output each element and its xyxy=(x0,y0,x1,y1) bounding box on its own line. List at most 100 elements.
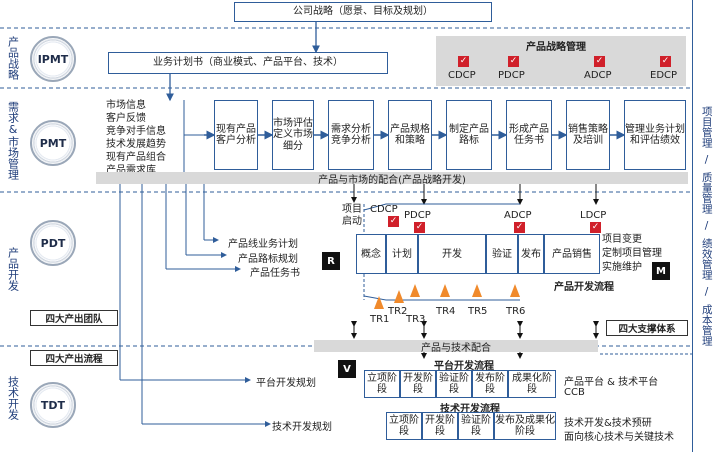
platform-phase: 验证阶段 xyxy=(436,370,472,398)
tr-label: TR6 xyxy=(506,306,526,317)
dev-phase: 开发 xyxy=(418,234,486,274)
tr-label: TR3 xyxy=(406,314,426,325)
team-tag: 四大产出团队 xyxy=(30,310,118,326)
market-input: 竞争对手信息 xyxy=(106,126,166,137)
plan-item: 产品线业务计划 xyxy=(228,239,298,250)
pmt-step: 销售策略及培训 xyxy=(566,100,610,170)
strategy-checkpoint: ADCP xyxy=(584,70,612,81)
process-tag: 四大产出流程 xyxy=(30,350,118,366)
team-pdt-circle: PDT xyxy=(30,220,76,266)
team-pmt-circle: PMT xyxy=(30,120,76,166)
after-sale-item: 实施维护 xyxy=(602,262,642,273)
lane-label-pdt: 产品开发 xyxy=(6,247,20,291)
pmt-step: 管理业务计划和评估绩效 xyxy=(624,100,686,170)
market-fit-bar: 产品与市场的配合(产品战略开发) xyxy=(96,172,688,186)
lane-label-pmt: 需求&市场管理 xyxy=(6,100,20,180)
strategy-checkpoint: CDCP xyxy=(448,70,476,81)
tech-note: 技术开发&技术预研 xyxy=(564,418,652,429)
marker-m: M xyxy=(652,262,670,280)
dev-phase: 发布 xyxy=(518,234,544,274)
right-bar-item: 质量管理 xyxy=(700,172,713,214)
dev-checkpoint: LDCP xyxy=(580,210,607,221)
right-bar-sep: / xyxy=(704,154,709,166)
pmt-step: 产品规格和策略 xyxy=(388,100,432,170)
dev-flow-title: 产品开发流程 xyxy=(554,282,614,293)
support-tag: 四大支撑体系 xyxy=(606,320,688,336)
after-sale-item: 项目变更 xyxy=(602,234,642,245)
dev-checkpoint: CDCP xyxy=(370,204,398,215)
tech-flow-title: 技术开发流程 xyxy=(440,404,500,415)
strategy-checkpoint: EDCP xyxy=(650,70,678,81)
market-input: 客户反馈 xyxy=(106,113,146,124)
pmt-step: 需求分析竞争分析 xyxy=(328,100,374,170)
platform-phase: 开发阶段 xyxy=(400,370,436,398)
lane-label-ipmt: 产品战略 xyxy=(6,36,20,80)
strategy-mgmt-panel xyxy=(436,36,686,86)
platform-phase: 立项阶段 xyxy=(364,370,400,398)
check-icon: ✓ xyxy=(590,222,601,233)
dev-phase: 概念 xyxy=(356,234,386,274)
tech-fit-bar: 产品与技术配合 xyxy=(314,340,598,354)
dev-phase: 产品销售 xyxy=(544,234,600,274)
pmt-step: 市场评估定义市场细分 xyxy=(272,100,314,170)
check-icon: ✓ xyxy=(414,222,425,233)
plan-item: 产品路标规划 xyxy=(238,254,298,265)
dev-start-label: 项目启动 xyxy=(342,204,362,227)
market-input: 市场信息 xyxy=(106,100,146,111)
right-bar-sep: / xyxy=(704,286,709,298)
check-icon: ✓ xyxy=(508,56,519,67)
check-icon: ✓ xyxy=(594,56,605,67)
check-icon: ✓ xyxy=(388,216,399,227)
tr-label: TR2 xyxy=(388,306,408,317)
dev-checkpoint: ADCP xyxy=(504,210,532,221)
platform-note: 产品平台 & 技术平台 xyxy=(564,377,659,388)
lane-label-tdt: 技术开发 xyxy=(6,376,20,420)
company-strategy-box: 公司战略（愿景、目标及规划） xyxy=(234,2,492,22)
strategy-checkpoint: PDCP xyxy=(498,70,525,81)
pmt-step: 现有产品客户分析 xyxy=(214,100,258,170)
platform-flow-title: 平台开发流程 xyxy=(434,361,494,372)
platform-note: CCB xyxy=(564,387,585,398)
right-bar-item: 项目管理 xyxy=(700,106,713,148)
check-icon: ✓ xyxy=(458,56,469,67)
tr-label: TR5 xyxy=(468,306,488,317)
team-ipmt-circle: IPMT xyxy=(30,36,76,82)
platform-phase: 成果化阶段 xyxy=(508,370,556,398)
after-sale-item: 定制项目管理 xyxy=(602,248,662,259)
team-tdt-circle: TDT xyxy=(30,382,76,428)
check-icon: ✓ xyxy=(514,222,525,233)
right-bar-item: 绩效管理 xyxy=(700,238,713,280)
right-management-bar: 项目管理 / 质量管理 / 绩效管理 / 成本管理 xyxy=(692,0,720,452)
market-input: 技术发展趋势 xyxy=(106,139,166,150)
right-bar-item: 成本管理 xyxy=(700,304,713,346)
tech-note: 面向核心技术与关键技术 xyxy=(564,432,674,443)
platform-phase: 发布阶段 xyxy=(472,370,508,398)
tr-label: TR4 xyxy=(436,306,456,317)
tech-phase: 验证阶段 xyxy=(458,412,494,440)
business-plan-box: 业务计划书（商业模式、产品平台、技术） xyxy=(108,52,388,74)
check-icon: ✓ xyxy=(660,56,671,67)
market-input: 产品需求库 xyxy=(106,165,156,176)
tr-marker xyxy=(510,284,520,297)
tech-phase: 立项阶段 xyxy=(386,412,422,440)
dev-checkpoint: PDCP xyxy=(404,210,431,221)
marker-v: V xyxy=(338,360,356,378)
market-input: 现有产品组合 xyxy=(106,152,166,163)
pmt-step: 制定产品路标 xyxy=(446,100,492,170)
tech-plan-label: 技术开发规划 xyxy=(272,422,332,433)
strategy-mgmt-title: 产品战略管理 xyxy=(526,42,586,53)
plan-item: 产品任务书 xyxy=(250,268,300,279)
pmt-step: 形成产品任务书 xyxy=(506,100,552,170)
tech-phase: 开发阶段 xyxy=(422,412,458,440)
right-bar-sep: / xyxy=(704,220,709,232)
tech-phase: 发布及成果化阶段 xyxy=(494,412,556,440)
tr-marker xyxy=(374,296,384,309)
tr-label: TR1 xyxy=(370,314,390,325)
dev-phase: 计划 xyxy=(386,234,418,274)
platform-plan-label: 平台开发规划 xyxy=(256,378,316,389)
tr-marker xyxy=(472,284,482,297)
marker-r: R xyxy=(322,252,340,270)
tr-marker xyxy=(410,284,420,297)
dev-phase: 验证 xyxy=(486,234,518,274)
